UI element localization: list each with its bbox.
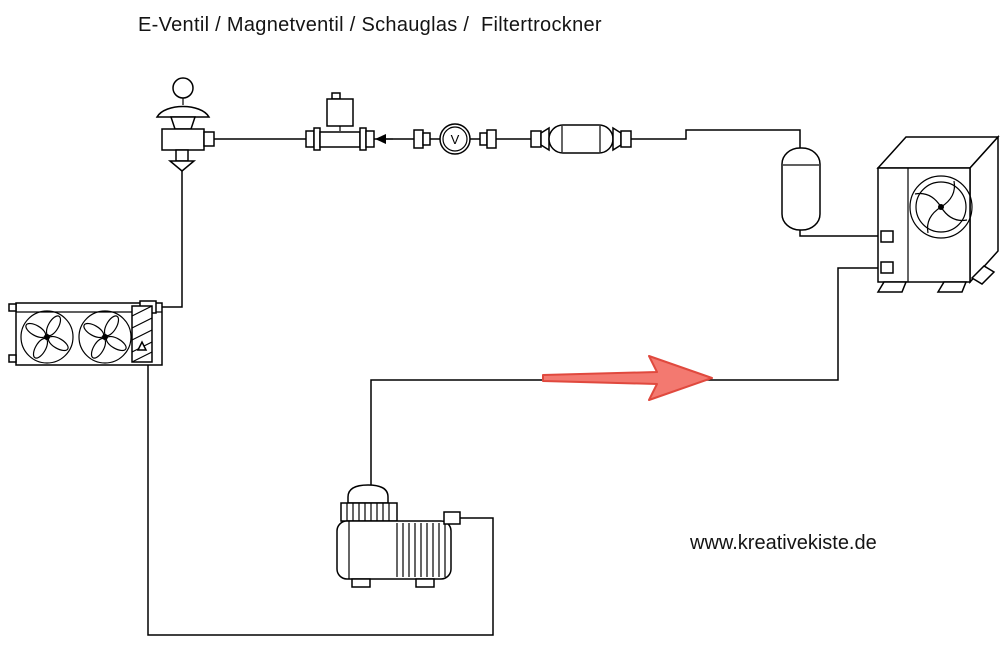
filter-drier-symbol (530, 124, 632, 154)
filter-drier-right-cone (612, 126, 622, 152)
condenser-foot-right (936, 281, 968, 293)
condenser-port-lower (880, 261, 894, 274)
condenser-foot-left (876, 281, 908, 293)
expansion-valve-nozzle (167, 160, 197, 172)
condenser-fan-blades (914, 180, 968, 234)
condenser-fan-hub (938, 204, 944, 210)
solenoid-terminal (331, 92, 341, 100)
evaporator-coil-hatch (131, 305, 153, 363)
evaporator-tab-top (8, 303, 17, 312)
expansion-valve-body (161, 128, 205, 151)
sight-glass-left-washer (422, 132, 431, 146)
receiver-shell (781, 147, 821, 231)
pipe-receiver-to-condenser (799, 228, 882, 237)
filter-drier-shell (548, 124, 614, 154)
watermark-url: www.kreativekiste.de (690, 532, 877, 554)
filter-drier-left-nut (530, 130, 542, 148)
compressor-foot-left (351, 578, 371, 588)
compressor-bellows-fins (396, 523, 446, 577)
evaporator-fan-right-icon (78, 310, 132, 364)
filter-drier-right-nut (620, 130, 632, 148)
solenoid-left-nut (305, 130, 315, 148)
evaporator-coil-arrow-icon (136, 340, 148, 351)
condenser-port-upper (880, 230, 894, 243)
compressor-symbol (336, 484, 461, 588)
expansion-valve-outlet-stub (203, 131, 215, 147)
sight-glass-lens-inner (442, 126, 468, 152)
sight-glass-right-washer (479, 132, 488, 146)
expansion-valve-diaphragm-icon (172, 77, 194, 99)
sight-glass-left-nut (413, 129, 424, 149)
pipe-expansion-to-evaporator (156, 171, 183, 308)
condenser-fan-icon (909, 175, 973, 239)
pipe-suction-line (147, 365, 494, 636)
evaporator-symbol (8, 300, 163, 366)
flow-marker-arrow-icon (375, 134, 386, 144)
sight-glass-symbol: V (413, 123, 497, 155)
condenser-unit-symbol (876, 135, 1000, 293)
compressor-suction-fitting (443, 511, 461, 525)
pipe-liquid-line (212, 129, 801, 152)
evaporator-tab-bottom (8, 354, 17, 363)
expansion-valve-bottom-stub (175, 149, 189, 162)
evaporator-fan-left-icon (20, 310, 74, 364)
solenoid-right-nut (365, 130, 375, 148)
solenoid-valve-symbol (305, 92, 393, 151)
expansion-valve-neck (169, 116, 197, 130)
solenoid-left-flange (313, 127, 321, 151)
condenser-foot-rear (970, 265, 996, 285)
filter-drier-left-cone (540, 126, 550, 152)
flow-direction-arrow (542, 355, 713, 401)
page-title: E-Ventil / Magnetventil / Schauglas / Fi… (138, 14, 602, 36)
compressor-head-fins (346, 503, 390, 521)
sight-glass-lens (439, 123, 471, 155)
pipes (147, 129, 882, 636)
compressor-foot-right (415, 578, 435, 588)
solenoid-body (319, 131, 361, 148)
condenser-fan-ring (915, 181, 967, 233)
expansion-valve-bell (155, 105, 211, 118)
solenoid-right-flange (359, 127, 367, 151)
solenoid-coil (326, 98, 354, 127)
compressor-body (336, 520, 452, 580)
pipe-discharge-line (370, 267, 882, 485)
receiver-symbol (781, 147, 821, 231)
compressor-dome (347, 484, 389, 504)
sight-glass-right-nut (486, 129, 497, 149)
expansion-valve-symbol (155, 77, 215, 172)
sight-glass-letter: V (451, 132, 460, 147)
